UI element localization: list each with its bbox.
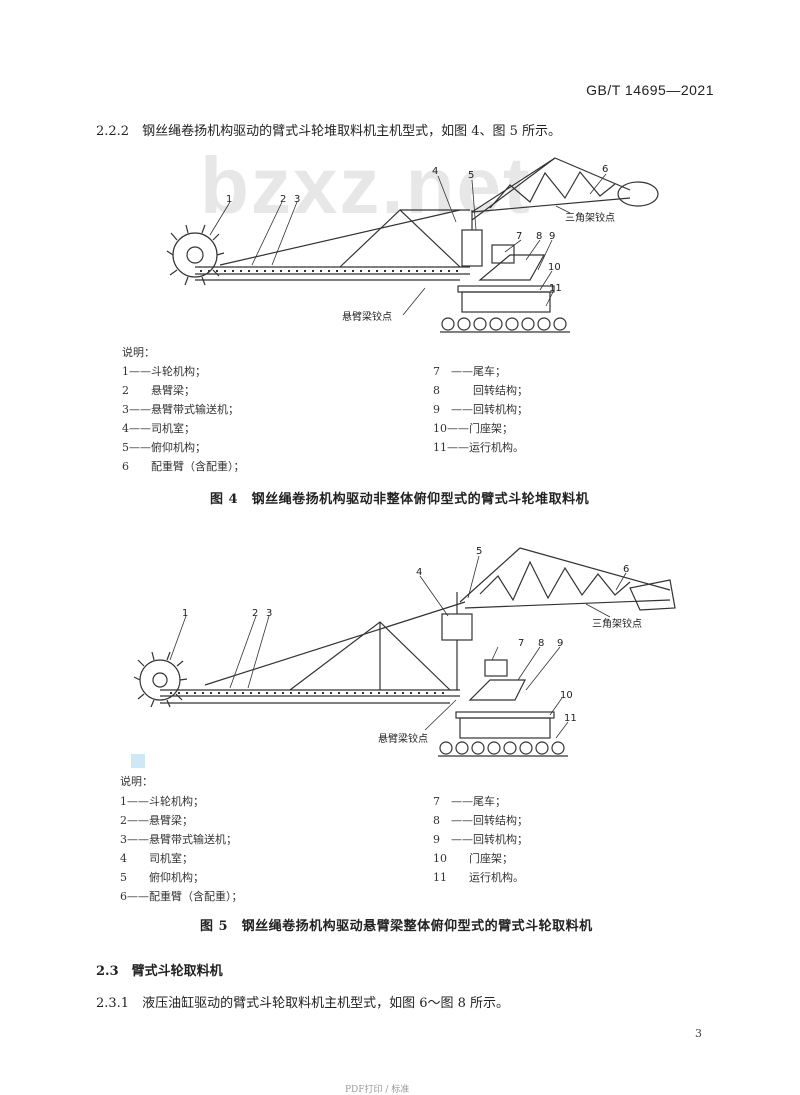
fig4-callout-6: 6 [602,164,608,175]
section-2-2-2-paragraph: 2.2.2 钢丝绳卷扬机构驱动的臂式斗轮堆取料机主机型式，如图 4、图 5 所示… [96,124,562,139]
boom-tie-rod [204,601,466,686]
fig4-callout-4: 4 [432,166,438,177]
legend-item: 3——悬臂带式输送机； [120,833,237,846]
boom-truss [289,621,451,691]
legend-item: 4 司机室； [120,852,193,865]
fig4-callout-10: 10 [548,262,561,273]
bucket-wheel-icon [133,651,188,708]
fig4-callout-9: 9 [549,231,555,242]
boom-beam [195,266,470,281]
legend-item: 6 配重臂（含配重）； [122,460,245,473]
legend-item: 7 ——尾车； [433,365,506,378]
legend-item: 6——配重臂（含配重）； [120,890,243,903]
portal-frame [455,711,555,739]
figure-4-drawing: 1 2 3 4 5 6 7 8 9 10 11 三角架铰点 悬臂梁铰点 [166,157,659,333]
fig4-callout-2: 2 [280,194,286,205]
cab-box [484,659,508,677]
fig4-callout-11: 11 [549,283,562,294]
fig5-callout-8: 8 [538,638,544,649]
cab-box [491,244,515,264]
fig5-callout-6: 6 [623,564,629,575]
figure-4-caption: 图 4 钢丝绳卷扬机构驱动非整体俯仰型式的臂式斗轮堆取料机 [210,492,590,507]
travel-wheels [438,741,568,757]
fig4-boom-hinge-label: 悬臂梁铰点 [342,310,392,323]
travel-wheels [440,317,570,333]
fig5-triangle-hinge-label: 三角架铰点 [592,617,642,630]
figure-5-caption: 图 5 钢丝绳卷扬机构驱动悬臂梁整体俯仰型式的臂式斗轮取料机 [200,919,593,934]
fig5-callout-10: 10 [560,690,573,701]
fig4-callout-7: 7 [516,231,522,242]
legend-item: 7 ——尾车； [433,795,506,808]
legend-item: 1——斗轮机构； [120,795,204,808]
legend-item: 3——悬臂带式输送机； [122,403,239,416]
figure-5-drawing: 1 2 3 4 5 6 7 8 9 10 11 三角架铰点 悬臂梁铰点 [133,546,676,757]
fig5-callout-9: 9 [557,638,563,649]
tower [461,210,483,267]
fig5-callout-11: 11 [564,713,577,724]
footer-mark: PDF打印 / 标准 [345,1085,410,1095]
counterweight-arm [471,157,659,221]
section-2-3-title: 2.3 臂式斗轮取料机 [96,964,223,979]
fig4-triangle-hinge-label: 三角架铰点 [565,211,615,224]
legend-item: 9 ——回转机构； [433,403,528,416]
page-number: 3 [695,1027,702,1040]
fig5-boom-hinge-label: 悬臂梁铰点 [378,732,428,745]
fig4-callout-5: 5 [468,170,474,181]
fig5-legend-heading: 说明： [120,775,153,788]
portal-frame [457,285,555,313]
fig4-callout-3: 3 [294,194,300,205]
legend-item: 2 悬臂梁； [122,384,195,397]
fig5-callout-4: 4 [416,567,422,578]
standard-number: GB/T 14695—2021 [586,82,714,98]
legend-item: 1——斗轮机构； [122,365,206,378]
section-2-3-1-paragraph: 2.3.1 液压油缸驱动的臂式斗轮取料机主机型式，如图 6～图 8 所示。 [96,996,510,1011]
legend-item: 10 门座架； [433,852,513,865]
boom-truss [339,209,470,268]
legend-item: 8 回转结构； [433,384,528,397]
legend-item: 9 ——回转机构； [433,833,528,846]
scan-artifact [131,754,145,768]
legend-item: 10——门座架； [433,422,513,435]
boom-beam [160,689,460,704]
counterweight-arm [459,547,676,611]
fig5-callout-1: 1 [182,608,188,619]
fig5-callout-5: 5 [476,546,482,557]
boom-tie-rod [219,209,461,266]
fig4-legend-heading: 说明： [122,346,155,359]
legend-item: 11 运行机构。 [433,871,524,884]
fig4-callout-8: 8 [536,231,542,242]
fig5-callout-7: 7 [518,638,524,649]
legend-item: 4——司机室； [122,422,195,435]
legend-item: 11——运行机构。 [433,441,524,454]
fig5-callout-2: 2 [252,608,258,619]
fig5-callout-3: 3 [266,608,272,619]
legend-item: 5——俯仰机构； [122,441,206,454]
legend-item: 8 ——回转结构； [433,814,528,827]
legend-item: 5 俯仰机构； [120,871,204,884]
tower [441,592,473,690]
fig4-callout-1: 1 [226,194,232,205]
bucket-wheel-icon [166,224,225,286]
legend-item: 2——悬臂梁； [120,814,193,827]
